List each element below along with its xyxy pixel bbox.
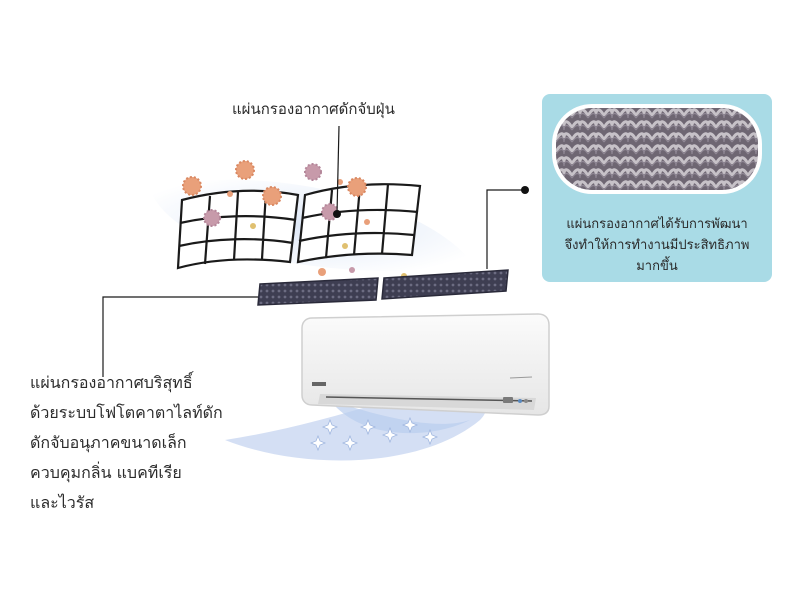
info-box: แผ่นกรองอากาศได้รับการพัฒนา จึงทำให้การท… (542, 94, 772, 282)
label-line: และไวรัส (30, 493, 95, 512)
callout-dot-top (333, 210, 341, 218)
dust-filter-right (296, 183, 422, 264)
info-box-line: จึงทำให้การทำงานมีประสิทธิภาพ (564, 238, 750, 253)
info-box-text: แผ่นกรองอากาศได้รับการพัฒนา จึงทำให้การท… (542, 214, 772, 277)
label-line: ดักจับอนุภาคขนาดเล็ก (30, 433, 187, 452)
info-box-line: แผ่นกรองอากาศได้รับการพัฒนา (566, 217, 748, 232)
filter-texture-frame (552, 104, 762, 194)
dust-filter-label: แผ่นกรองอากาศดักจับฝุ่น (232, 100, 395, 118)
label-line: ควบคุมกลิ่น แบคทีเรีย (30, 463, 182, 482)
air-conditioner-unit (301, 313, 550, 416)
brand-logo (312, 382, 326, 386)
airflow-middle (330, 400, 470, 434)
photocatalytic-filter (257, 269, 509, 306)
dust-filter-left (176, 189, 300, 270)
label-line: ด้วยระบบโฟโตคาตาไลท์ดัก (30, 403, 223, 422)
photocatalytic-filter-label: แผ่นกรองอากาศบริสุทธิ์ ด้วยระบบโฟโตคาตาไ… (30, 368, 240, 518)
callout-dot-right (521, 186, 529, 194)
callout-lines (102, 125, 525, 377)
airflow-sparkles (309, 416, 439, 452)
info-box-line: มากขึ้น (636, 259, 678, 274)
filter-texture-image (556, 108, 758, 190)
label-line: แผ่นกรองอากาศบริสุทธิ์ (30, 373, 193, 392)
